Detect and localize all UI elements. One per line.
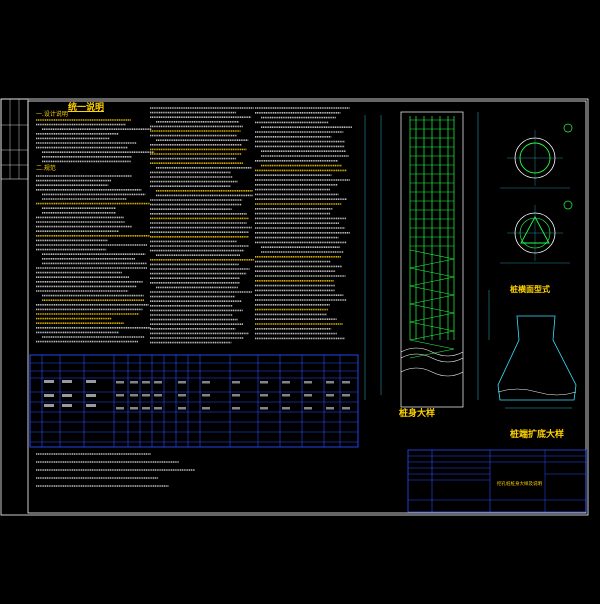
spiral-stirrup [409, 303, 455, 314]
pile-section-title: 桩横面型式 [510, 285, 550, 294]
spiral-stirrup [409, 267, 455, 278]
table-cell-mark [304, 407, 312, 410]
table-cell-mark [116, 407, 124, 410]
table-cell-mark [326, 394, 334, 397]
table-cell-mark [154, 394, 162, 397]
table-cell-mark [86, 404, 96, 407]
spiral-stirrup [409, 330, 455, 341]
table-cell-mark [202, 394, 210, 397]
spiral-stirrup [409, 339, 455, 350]
general-notes-title: 统一说明 [68, 103, 105, 113]
binding-strip [0, 98, 29, 180]
pile-cross-sections [500, 123, 573, 264]
notes-left-column [36, 119, 155, 343]
spiral-stirrup [409, 321, 455, 332]
table-cell-mark [326, 381, 334, 384]
table-cell-mark [342, 394, 350, 397]
table-cell-mark [232, 381, 240, 384]
table-cell-mark [116, 394, 124, 397]
table-cell-mark [44, 404, 54, 407]
table-cell-mark [142, 407, 150, 410]
pile-bell-detail [497, 315, 577, 409]
pile-bell-title: 桩端扩底大样 [510, 430, 565, 440]
table-cell-mark [232, 407, 240, 410]
table-cell-mark [260, 394, 268, 397]
spiral-stirrup [409, 258, 455, 269]
table-cell-mark [282, 394, 290, 397]
table-cell-mark [202, 381, 210, 384]
table-cell-mark [232, 394, 240, 397]
table-cell-mark [178, 407, 186, 410]
table-cell-mark [86, 394, 96, 397]
title-block [407, 449, 587, 513]
spiral-stirrup [409, 348, 455, 359]
table-cell-mark [44, 394, 54, 397]
table-cell-mark [260, 407, 268, 410]
table-cell-mark [260, 381, 268, 384]
pile-elevation-title: 桩身大样 [399, 409, 436, 419]
section-head-codes: 二.规范 [36, 165, 56, 172]
table-cell-mark [304, 381, 312, 384]
table-cell-mark [342, 381, 350, 384]
table-cell-mark [154, 381, 162, 384]
titleblock-drawing-name: 挖孔桩桩身大样及说明 [497, 482, 542, 487]
table-cell-mark [130, 394, 138, 397]
table-cell-mark [142, 381, 150, 384]
spiral-stirrup [409, 276, 455, 287]
table-cell-mark [178, 381, 186, 384]
table-cell-mark [130, 407, 138, 410]
table-cell-mark [116, 381, 124, 384]
notes-middle-column [150, 107, 352, 344]
spiral-stirrup [409, 312, 455, 323]
table-cell-mark [326, 407, 334, 410]
table-cell-mark [62, 394, 72, 397]
spiral-stirrup [409, 249, 455, 260]
section-head-design: 一.设计说明 [36, 111, 68, 118]
drawing-frame [27, 100, 587, 514]
pile-elevation [364, 111, 490, 408]
rebar-cage [409, 116, 455, 359]
table-cell-mark [62, 380, 72, 383]
table-cell-mark [202, 407, 210, 410]
table-cell-mark [130, 381, 138, 384]
table-cell-mark [86, 380, 96, 383]
table-cell-mark [282, 381, 290, 384]
spiral-stirrup [409, 285, 455, 296]
spiral-stirrup [409, 294, 455, 305]
table-cell-mark [304, 394, 312, 397]
table-cell-mark [178, 394, 186, 397]
table-cell-mark [142, 394, 150, 397]
pile-schedule-table [29, 354, 359, 487]
table-cell-mark [154, 407, 162, 410]
table-cell-mark [44, 380, 54, 383]
table-cell-mark [282, 407, 290, 410]
table-frame [29, 354, 359, 448]
sheet-border [0, 98, 589, 516]
table-cell-mark [62, 404, 72, 407]
table-cell-mark [342, 407, 350, 410]
